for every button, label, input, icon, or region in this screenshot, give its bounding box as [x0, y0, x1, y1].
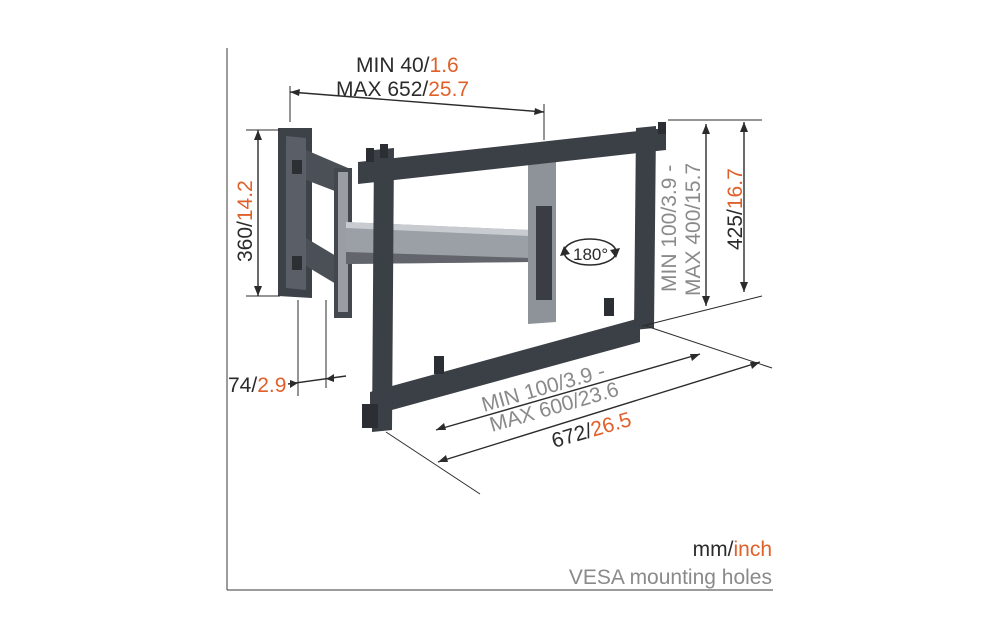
svg-text:360/14.2: 360/14.2 [234, 180, 257, 262]
legend: mm/inch VESA mounting holes [569, 538, 772, 589]
vesa-v-max: MAX 400/15.7 [682, 163, 705, 296]
rotation-label: 180° [573, 245, 608, 264]
wallplate-depth-dimension: 74/2.9 [228, 300, 347, 397]
rotation-icon: 180° [560, 238, 620, 266]
arm-max-in: 25.7 [428, 78, 469, 101]
width-mm: 672/ [549, 419, 595, 452]
legend-caption: VESA mounting holes [569, 566, 772, 589]
svg-text:425/16.7: 425/16.7 [724, 168, 747, 250]
wallplate-height-dimension: 360/14.2 [234, 129, 280, 297]
tv-frame [358, 122, 666, 432]
legend-units-mm: mm/ [693, 538, 734, 561]
legend-units-inch: inch [733, 538, 772, 561]
wall-plate [278, 128, 312, 298]
svg-text:74/2.9: 74/2.9 [228, 374, 286, 397]
height-mm: 425/ [724, 209, 747, 250]
vertical-rail-center [528, 160, 556, 324]
arm-min-in: 1.6 [430, 54, 459, 77]
wallplate-height-mm: 360/ [234, 221, 257, 262]
svg-text:mm/inch: mm/inch [693, 538, 772, 561]
arm-max-mm: MAX 652/ [336, 78, 428, 101]
overall-height-dimension: 425/16.7 MIN 100/3.9 - MAX 400/15.7 [641, 119, 763, 327]
wallplate-depth-in: 2.9 [257, 374, 286, 397]
wallplate-height-in: 14.2 [234, 180, 257, 221]
svg-text:MIN 40/1.6: MIN 40/1.6 [356, 54, 459, 77]
wallplate-depth-mm: 74/ [228, 374, 257, 397]
svg-text:MAX 652/25.7: MAX 652/25.7 [336, 78, 469, 101]
vesa-v-min: MIN 100/3.9 - [658, 165, 681, 292]
height-in: 16.7 [724, 168, 747, 209]
arm-extension-dimension: MIN 40/1.6 MAX 652/25.7 [289, 54, 545, 140]
arm-min-mm: MIN 40/ [356, 54, 430, 77]
